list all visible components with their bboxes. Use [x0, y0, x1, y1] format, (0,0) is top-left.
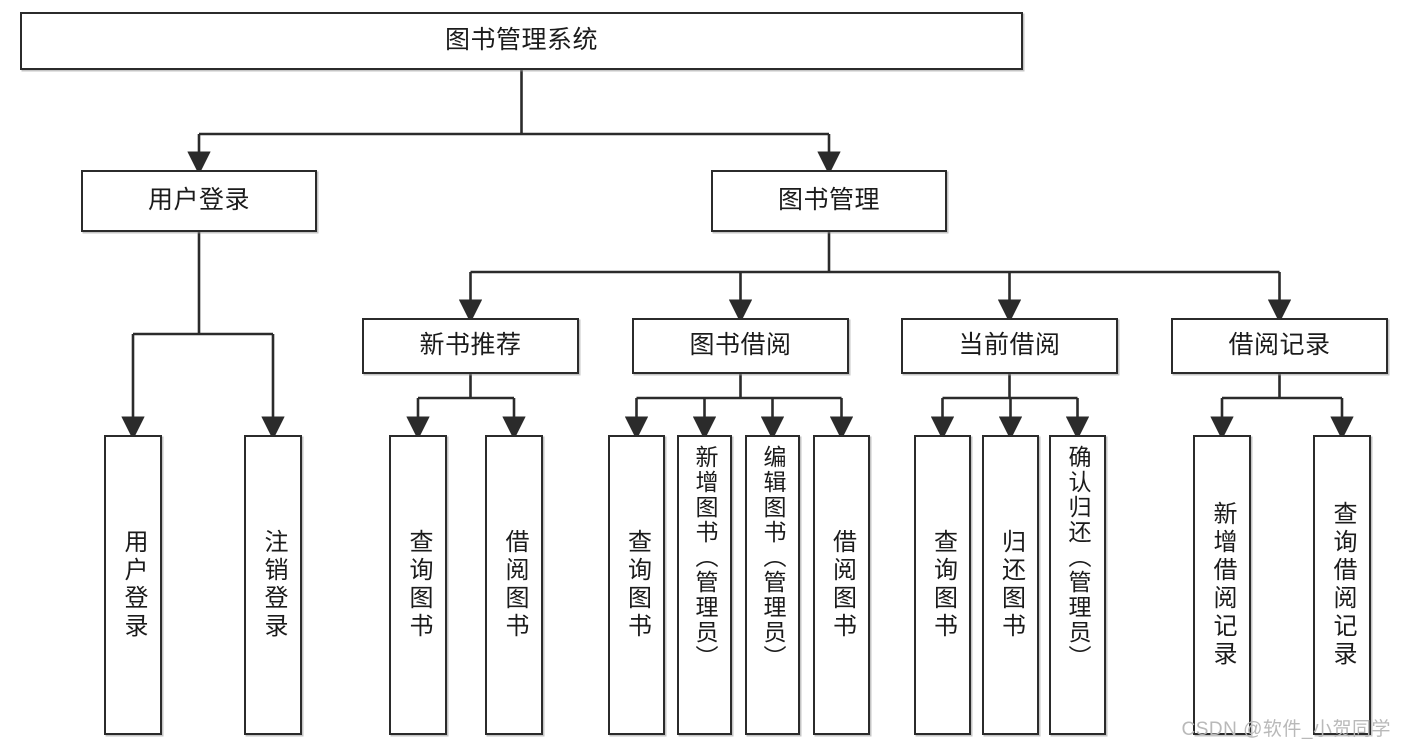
leaf-add-book-admin[interactable]: 新增图书（管理员） [677, 435, 732, 735]
leaf-return-book[interactable]: 归还图书 [982, 435, 1039, 735]
node-current-borrow-label: 当前借阅 [958, 331, 1061, 360]
node-new-book-rec[interactable]: 新书推荐 [362, 318, 579, 374]
leaf-borrow-book-2-label: 借阅图书 [828, 529, 856, 641]
leaf-user-login-label: 用户登录 [120, 529, 147, 641]
leaf-borrow-book-1[interactable]: 借阅图书 [485, 435, 543, 735]
leaf-edit-book-admin-label: 编辑图书（管理员） [760, 445, 786, 670]
node-current-borrow[interactable]: 当前借阅 [901, 318, 1118, 374]
node-book-borrow[interactable]: 图书借阅 [632, 318, 849, 374]
leaf-confirm-return-admin[interactable]: 确认归还（管理员） [1049, 435, 1106, 735]
leaf-user-logout-label: 注销登录 [260, 529, 287, 641]
leaf-query-book-3-label: 查询图书 [929, 529, 957, 641]
leaf-confirm-return-admin-label: 确认归还（管理员） [1065, 445, 1091, 670]
leaf-query-book-2-label: 查询图书 [623, 529, 651, 641]
node-book-manage[interactable]: 图书管理 [711, 170, 947, 232]
node-root-label: 图书管理系统 [444, 26, 598, 55]
leaf-query-record-label: 查询借阅记录 [1329, 501, 1356, 669]
leaf-add-record[interactable]: 新增借阅记录 [1193, 435, 1251, 735]
node-book-borrow-label: 图书借阅 [689, 331, 792, 360]
node-new-book-rec-label: 新书推荐 [419, 331, 522, 360]
node-borrow-record-label: 借阅记录 [1228, 331, 1331, 360]
leaf-return-book-label: 归还图书 [997, 529, 1025, 641]
leaf-add-record-label: 新增借阅记录 [1209, 501, 1236, 669]
node-borrow-record[interactable]: 借阅记录 [1171, 318, 1388, 374]
node-user-login[interactable]: 用户登录 [81, 170, 317, 232]
node-book-manage-label: 图书管理 [777, 186, 880, 215]
leaf-edit-book-admin[interactable]: 编辑图书（管理员） [745, 435, 800, 735]
leaf-user-login[interactable]: 用户登录 [104, 435, 162, 735]
leaf-query-book-3[interactable]: 查询图书 [914, 435, 971, 735]
watermark: CSDN @软件_小贺同学 [1181, 719, 1391, 740]
node-user-login-label: 用户登录 [147, 186, 250, 215]
leaf-borrow-book-2[interactable]: 借阅图书 [813, 435, 870, 735]
leaf-query-book-2[interactable]: 查询图书 [608, 435, 665, 735]
leaf-user-logout[interactable]: 注销登录 [244, 435, 302, 735]
node-root[interactable]: 图书管理系统 [20, 12, 1023, 70]
leaf-query-book-1-label: 查询图书 [405, 529, 432, 641]
leaf-borrow-book-1-label: 借阅图书 [501, 529, 528, 641]
leaf-query-book-1[interactable]: 查询图书 [389, 435, 447, 735]
leaf-query-record[interactable]: 查询借阅记录 [1313, 435, 1371, 735]
leaf-add-book-admin-label: 新增图书（管理员） [692, 445, 718, 670]
